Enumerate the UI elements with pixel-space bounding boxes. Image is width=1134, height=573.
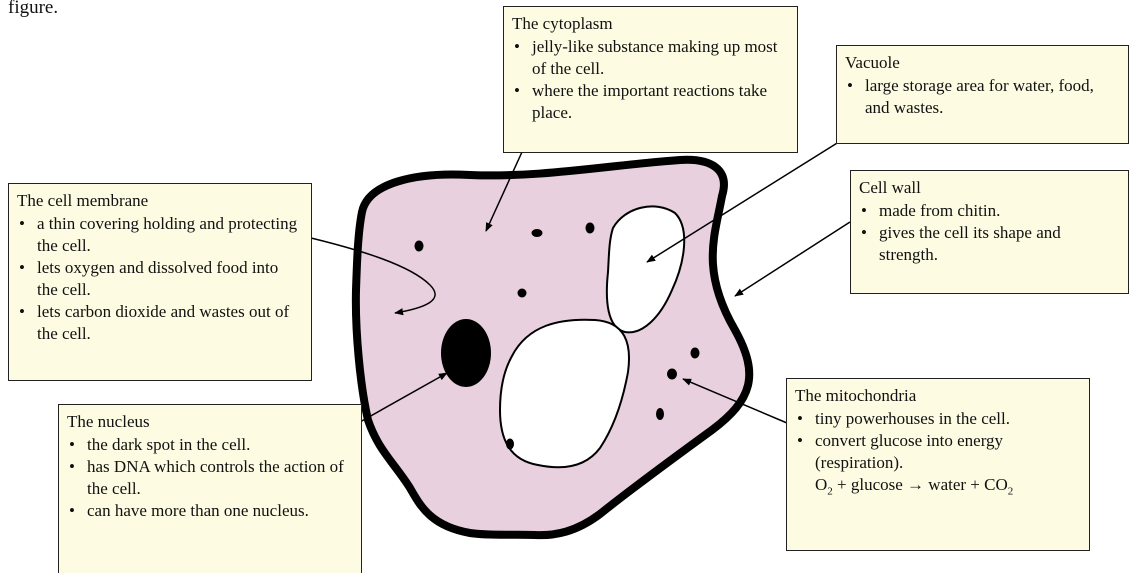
equation-oxygen: O	[815, 475, 827, 494]
cell-wall-bullet: made from chitin.	[859, 200, 1120, 222]
cell-membrane-bullet: lets carbon dioxide and wastes out of th…	[17, 301, 303, 345]
nucleus-label-box: The nucleus the dark spot in the cell. h…	[58, 404, 362, 573]
cell-membrane-label-box: The cell membrane a thin covering holdin…	[8, 183, 312, 381]
vacuole-bullet: large storage area for water, food, and …	[845, 75, 1120, 119]
cytoplasm-bullet: where the important reactions take place…	[512, 80, 789, 124]
mitochondria-bullet: convert glucose into energy (respiration…	[795, 430, 1081, 474]
nucleus-bullet: has DNA which controls the action of the…	[67, 456, 353, 500]
nucleus-bullet: the dark spot in the cell.	[67, 434, 353, 456]
cytoplasm-bullet: jelly-like substance making up most of t…	[512, 36, 789, 80]
vacuole-label-box: Vacuole large storage area for water, fo…	[836, 45, 1129, 144]
cytoplasm-title: The cytoplasm	[512, 13, 789, 35]
mitochondria-label-box: The mitochondria tiny powerhouses in the…	[786, 378, 1090, 551]
nucleus-spot	[441, 319, 491, 387]
cell-membrane-bullet: a thin covering holding and protecting t…	[17, 213, 303, 257]
nucleus-title: The nucleus	[67, 411, 353, 433]
mitochondrion-dot	[532, 229, 543, 237]
mitochondrion-dot	[667, 369, 677, 380]
cell-wall-title: Cell wall	[859, 177, 1120, 199]
equation-middle: + glucose → water + CO	[833, 475, 1008, 494]
mitochondria-title: The mitochondria	[795, 385, 1081, 407]
mitochondrion-dot	[691, 348, 700, 359]
cell-wall-pointer	[735, 222, 850, 296]
cell-membrane-bullet: lets oxygen and dissolved food into the …	[17, 257, 303, 301]
vacuole-title: Vacuole	[845, 52, 1120, 74]
equation-co2-subscript: 2	[1008, 485, 1014, 497]
mitochondrion-dot	[506, 439, 514, 450]
cell-wall-label-box: Cell wall made from chitin. gives the ce…	[850, 170, 1129, 294]
mitochondrion-dot	[656, 408, 664, 420]
mitochondrion-dot	[415, 241, 424, 252]
mitochondrion-dot	[518, 289, 527, 298]
nucleus-bullet: can have more than one nucleus.	[67, 500, 353, 522]
cytoplasm-label-box: The cytoplasm jelly-like substance makin…	[503, 6, 798, 153]
mitochondria-bullet: tiny powerhouses in the cell.	[795, 408, 1081, 430]
cell-wall-bullet: gives the cell its shape and strength.	[859, 222, 1120, 266]
cell-membrane-title: The cell membrane	[17, 190, 303, 212]
respiration-equation: O2 + glucose → water + CO2	[795, 474, 1081, 496]
mitochondrion-dot	[586, 223, 595, 234]
